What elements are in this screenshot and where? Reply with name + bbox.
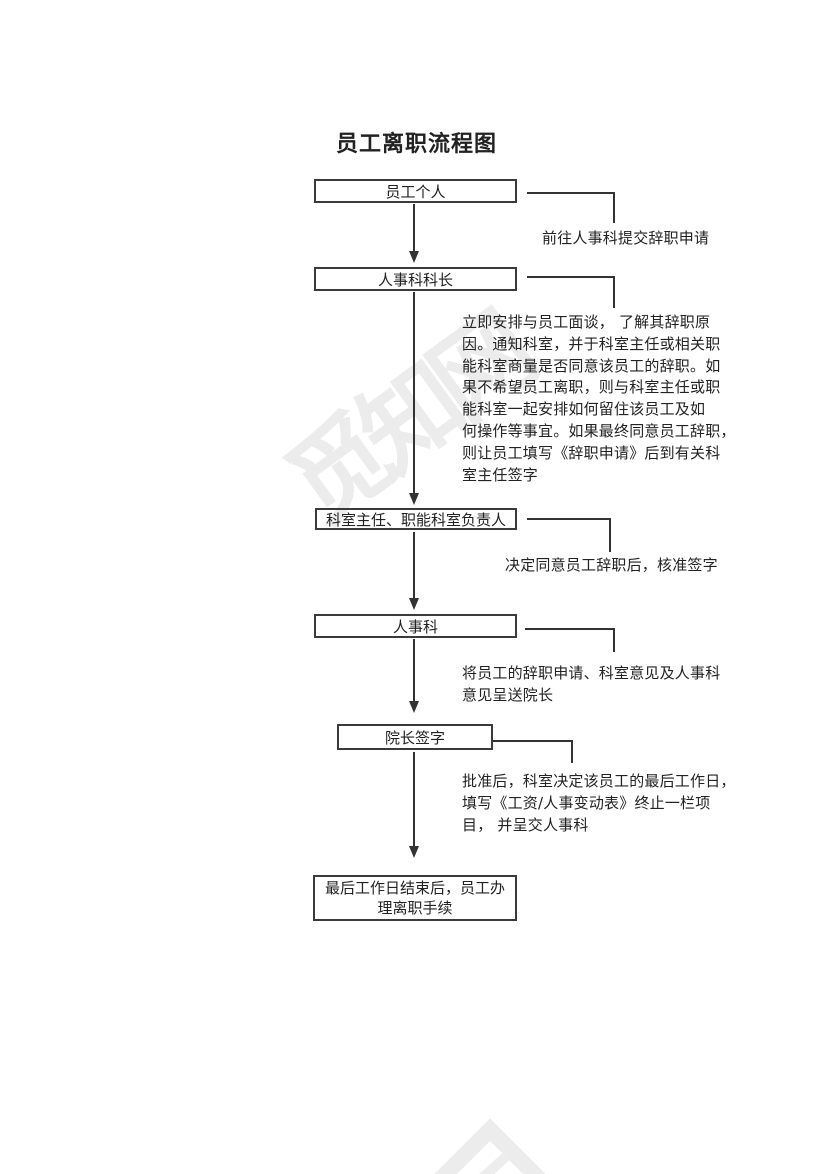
annotation-line: 何操作等事宜。如果最终同意员工辞职， [462, 421, 736, 440]
flow-node-final-line-2: 理离职手续 [377, 899, 453, 917]
connector-elbow-4 [525, 628, 615, 652]
watermark-diamond-shape [368, 1118, 612, 1174]
flow-arrow-5 [408, 752, 420, 858]
flow-node-hr-section: 人事科 [314, 614, 517, 638]
connector-elbow-1 [527, 192, 615, 223]
page-title: 员工离职流程图 [336, 132, 498, 157]
annotation-submit-resignation: 前往人事科提交辞职申请 [542, 228, 709, 250]
connector-elbow-2 [527, 276, 615, 308]
arrow-shaft [413, 752, 415, 846]
annotation-hr-chief-actions: 立即安排与员工面谈， 了解其辞职原 因。通知科室，并于科室主任或相关职 能科室商… [462, 312, 736, 486]
connector-elbow-5 [493, 740, 573, 763]
annotation-after-approval: 批准后，科室决定该员工的最后工作日， 填写《工资/人事变动表》终止一栏项 目， … [462, 771, 736, 836]
annotation-line: 能科室商量是否同意该员工的辞职。如 [462, 356, 721, 375]
flow-arrow-2 [408, 292, 420, 505]
flow-arrow-4 [408, 639, 420, 713]
annotation-line: 前往人事科提交辞职申请 [542, 229, 710, 247]
arrow-head-icon [409, 598, 419, 610]
annotation-line: 立即安排与员工面谈， 了解其辞职原 [462, 313, 711, 331]
annotation-line: 因。通知科室，并于科室主任或相关职 [462, 334, 721, 353]
arrow-head-icon [409, 701, 419, 713]
annotation-line: 果不希望员工离职，则与科室主任或职 [462, 378, 721, 397]
flow-arrow-3 [408, 532, 420, 610]
annotation-line: 意见呈送院长 [462, 685, 554, 704]
flow-node-employee: 员工个人 [314, 179, 517, 203]
annotation-line: 批准后，科室决定该员工的最后工作日， [462, 772, 736, 790]
flow-node-hr-section-chief: 人事科科长 [314, 267, 517, 291]
annotation-line: 室主任签字 [462, 465, 539, 484]
watermark-stroke-fragment [466, 1150, 512, 1174]
annotation-line: 填写《工资/人事变动表》终止一栏项 [462, 793, 711, 812]
flow-node-final-line-1: 最后工作日结束后，员工办 [324, 879, 505, 897]
flow-node-final-procedure: 最后工作日结束后，员工办 理离职手续 [313, 875, 517, 921]
arrow-shaft [413, 639, 415, 701]
flow-node-dean-signature: 院长签字 [337, 724, 493, 750]
connector-elbow-3 [527, 518, 611, 552]
annotation-line: 决定同意员工辞职后，核准签字 [505, 556, 718, 574]
arrow-head-icon [409, 493, 419, 505]
arrow-head-icon [409, 846, 419, 858]
annotation-line: 能科室一起安排如何留住该员工及如 [462, 400, 706, 419]
annotation-line: 将员工的辞职申请、科室意见及人事科 [462, 664, 721, 682]
arrow-shaft [413, 292, 415, 493]
annotation-forward-to-dean: 将员工的辞职申请、科室意见及人事科 意见呈送院长 [462, 663, 720, 707]
arrow-shaft [413, 204, 415, 251]
flow-node-dept-director: 科室主任、职能科室负责人 [315, 508, 517, 530]
arrow-shaft [413, 532, 415, 598]
annotation-approve-signature: 决定同意员工辞职后，核准签字 [505, 555, 718, 577]
arrow-head-icon [409, 251, 419, 263]
annotation-line: 则让员工填写《辞职申请》后到有关科 [462, 443, 721, 462]
annotation-line: 目， 并呈交人事科 [462, 815, 589, 834]
flow-arrow-1 [408, 204, 420, 263]
